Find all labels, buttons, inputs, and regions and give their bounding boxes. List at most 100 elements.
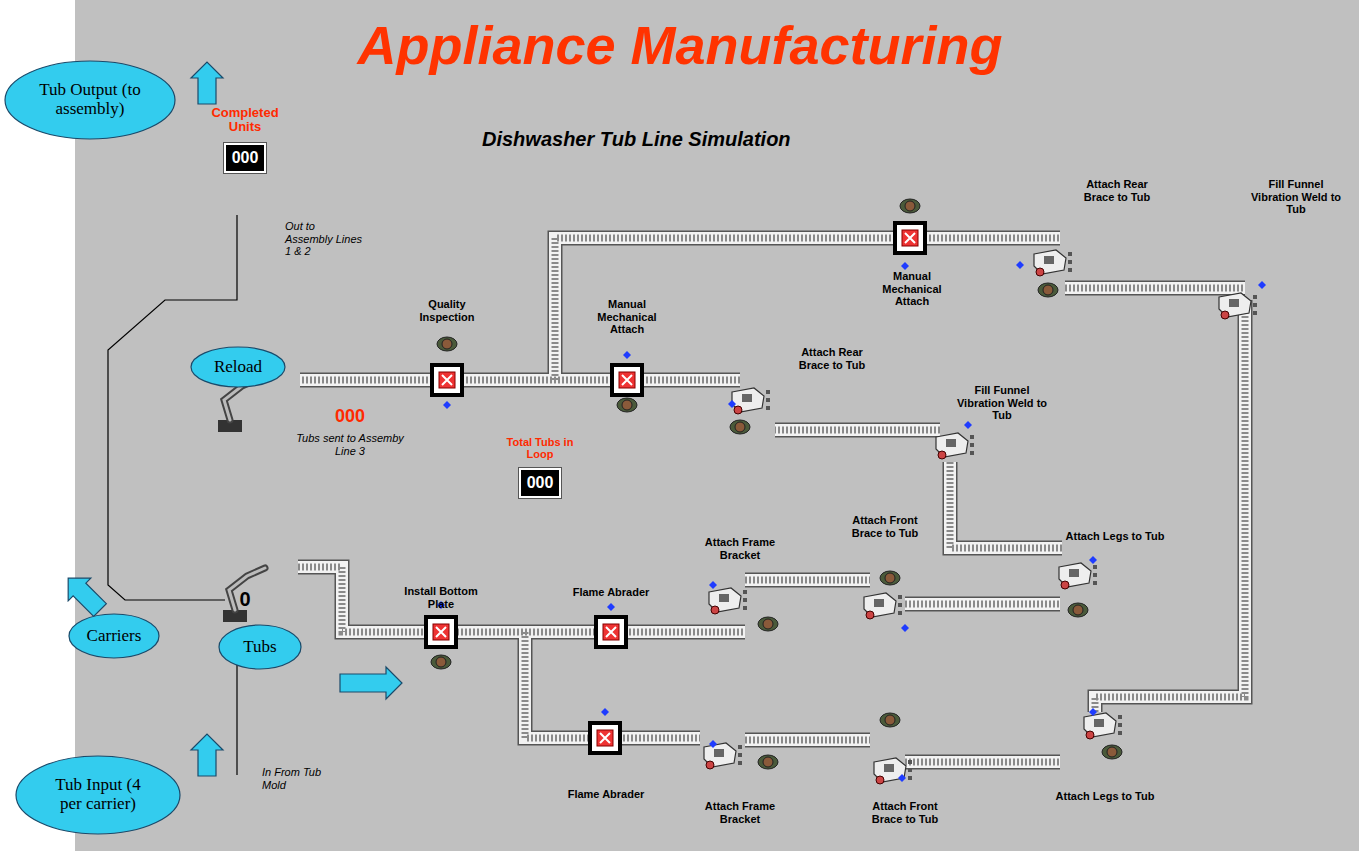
callout-ellipse: Reload bbox=[190, 346, 286, 388]
worker-icon bbox=[617, 398, 637, 412]
worker-icon bbox=[1068, 603, 1088, 617]
worker-icon bbox=[758, 755, 778, 769]
conveyor bbox=[1095, 300, 1245, 712]
callout-ellipse: Tub Input (4 per carrier) bbox=[15, 755, 181, 835]
counter-value: 000 bbox=[519, 468, 562, 498]
conveyor bbox=[555, 238, 1060, 380]
station-label: Fill Funnel Vibration Weld to Tub bbox=[952, 384, 1052, 422]
conveyor bbox=[300, 377, 740, 384]
flow-arrow bbox=[57, 567, 111, 621]
worker-icon bbox=[437, 337, 457, 351]
station-label: Attach Front Brace to Tub bbox=[845, 514, 925, 539]
station-label: Flame Abrader bbox=[556, 586, 666, 599]
machine-icon bbox=[1034, 250, 1072, 276]
station-label: Attach Frame Bracket bbox=[700, 536, 780, 561]
worker-icon bbox=[1038, 283, 1058, 297]
conveyor bbox=[745, 733, 870, 748]
robot-icon bbox=[223, 568, 265, 622]
worker-icon bbox=[1102, 745, 1122, 759]
machine-icon bbox=[704, 743, 742, 769]
ellipse-text: Tub Output (to assembly) bbox=[38, 81, 141, 118]
subtitle: Dishwasher Tub Line Simulation bbox=[482, 128, 902, 151]
ellipse-text: Reload bbox=[214, 358, 262, 377]
status-marker bbox=[709, 740, 717, 748]
flow-arrow bbox=[340, 667, 402, 699]
machine-icon bbox=[864, 593, 902, 619]
station-box bbox=[612, 365, 642, 395]
counter-value: 000 bbox=[224, 143, 267, 173]
station-box bbox=[590, 723, 620, 753]
status-marker bbox=[728, 400, 736, 408]
station-label: Quality Inspection bbox=[411, 298, 483, 323]
counter-label: In From Tub Mold bbox=[262, 766, 332, 791]
conveyor bbox=[298, 567, 745, 632]
flow-arrow bbox=[191, 734, 223, 776]
conveyor bbox=[905, 598, 1060, 610]
station-label: Install Bottom Plate bbox=[403, 585, 479, 610]
counter-label: Out to Assembly Lines 1 & 2 bbox=[285, 220, 365, 258]
status-marker bbox=[1258, 281, 1266, 289]
counter-label: 000 bbox=[310, 406, 390, 427]
conveyor bbox=[905, 756, 1060, 768]
conveyor bbox=[555, 238, 1060, 380]
machine-icon bbox=[1059, 563, 1097, 589]
callout-ellipse: Tub Output (to assembly) bbox=[4, 60, 176, 140]
conveyor bbox=[745, 573, 870, 588]
counter-label: Tubs sent to Assemby Line 3 bbox=[295, 432, 405, 457]
conveyor bbox=[775, 424, 940, 436]
station-label: Attach Rear Brace to Tub bbox=[796, 346, 868, 371]
counter-display: Total Tubs in Loop 000 bbox=[495, 436, 585, 498]
conveyor bbox=[775, 427, 940, 434]
conveyor bbox=[555, 238, 1060, 380]
status-marker bbox=[1016, 261, 1024, 269]
station-label: Manual Mechanical Attach bbox=[876, 270, 948, 308]
conveyor bbox=[775, 423, 940, 438]
flow-arrow bbox=[191, 62, 223, 104]
station-label: Attach Legs to Tub bbox=[1055, 790, 1155, 803]
machine-icon bbox=[709, 588, 747, 614]
conveyor bbox=[950, 462, 1062, 548]
conveyor bbox=[905, 759, 1060, 766]
ellipse-text: Tub Input (4 per carrier) bbox=[48, 776, 148, 813]
conveyor bbox=[1095, 300, 1245, 712]
worker-icon bbox=[758, 617, 778, 631]
conveyor bbox=[1065, 285, 1245, 292]
status-marker bbox=[443, 401, 451, 409]
conveyor bbox=[1065, 282, 1245, 294]
status-marker bbox=[607, 603, 615, 611]
machine-icon bbox=[1219, 293, 1257, 319]
status-marker bbox=[901, 624, 909, 632]
counter-display: Completed Units 000 bbox=[200, 106, 290, 173]
counter-heading: Completed Units bbox=[200, 106, 290, 135]
status-marker bbox=[709, 581, 717, 589]
worker-icon bbox=[880, 571, 900, 585]
counter-heading: Total Tubs in Loop bbox=[495, 436, 585, 460]
station-box bbox=[432, 365, 462, 395]
callout-ellipse: Tubs bbox=[218, 624, 302, 670]
station-label: Flame Abrader bbox=[551, 788, 661, 801]
counter-label: 0 bbox=[225, 588, 265, 611]
conveyor bbox=[298, 567, 745, 632]
ellipse-text: Tubs bbox=[243, 638, 276, 657]
machine-icon bbox=[1084, 713, 1122, 739]
station-label: Manual Mechanical Attach bbox=[591, 298, 663, 336]
station-label: Attach Legs to Tub bbox=[1060, 530, 1170, 543]
conveyor bbox=[1065, 281, 1245, 296]
ellipse-text: Carriers bbox=[87, 627, 142, 646]
conveyor bbox=[905, 601, 1060, 608]
worker-icon bbox=[900, 199, 920, 213]
guide-line bbox=[236, 652, 237, 775]
conveyor bbox=[298, 567, 745, 632]
conveyor-network bbox=[298, 238, 1245, 762]
worker-icon bbox=[880, 713, 900, 727]
status-marker bbox=[898, 774, 906, 782]
machine-icon bbox=[732, 388, 770, 414]
station-label: Attach Frame Bracket bbox=[700, 800, 780, 825]
conveyor bbox=[300, 374, 740, 386]
station-label: Fill Funnel Vibration Weld to Tub bbox=[1246, 178, 1346, 216]
station-label: Attach Front Brace to Tub bbox=[865, 800, 945, 825]
conveyor bbox=[905, 755, 1060, 770]
station-box bbox=[426, 617, 456, 647]
